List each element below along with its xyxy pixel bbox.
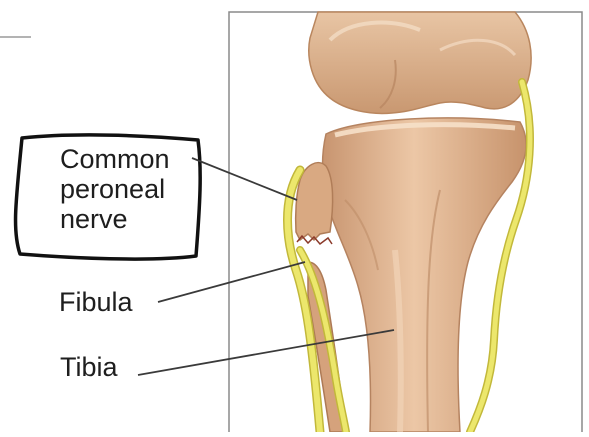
nerve-label-line-1: Common: [60, 144, 170, 174]
fibula-label: Fibula: [59, 287, 133, 317]
tibia-label: Tibia: [60, 352, 118, 382]
nerve-label-line-2: peroneal: [60, 174, 170, 204]
nerve-label-line-3: nerve: [60, 204, 170, 234]
femur-bone: [309, 12, 531, 113]
nerve-label: Common peroneal nerve: [60, 144, 170, 234]
